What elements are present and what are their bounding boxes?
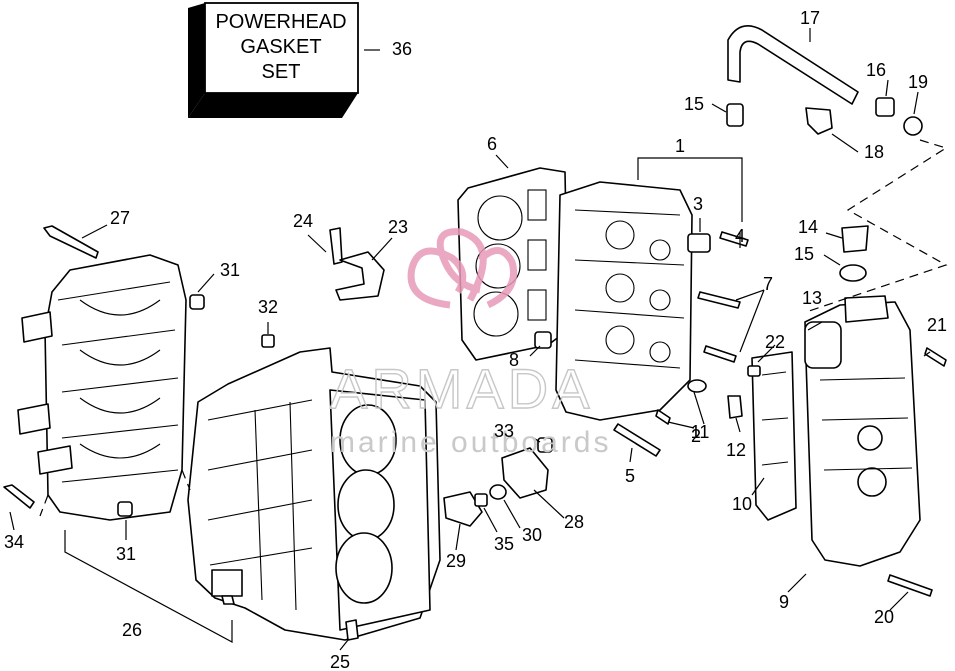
- bracket-23: [335, 251, 385, 301]
- box-shadow-bottom: [188, 93, 358, 118]
- box-line-1: POWERHEAD: [215, 11, 346, 33]
- callout-8: 8: [509, 350, 519, 370]
- watermark-emblem: [407, 228, 517, 309]
- box-line-3: SET: [262, 61, 301, 83]
- callout-21: 21: [927, 315, 947, 335]
- callout-15: 15: [794, 244, 814, 264]
- callout-7: 7: [763, 274, 773, 294]
- thermostat-cap-13: [841, 225, 869, 253]
- callout-13: 13: [802, 288, 822, 308]
- callout-1: 1: [675, 136, 685, 156]
- nut-31-top: [189, 294, 205, 310]
- screw-21: [747, 365, 761, 377]
- callout-10: 10: [732, 494, 752, 514]
- callout-9: 9: [779, 592, 789, 612]
- callout-29: 29: [446, 551, 466, 571]
- screws-7: [697, 291, 741, 363]
- callout-31: 31: [116, 544, 136, 564]
- screw-2: [655, 409, 671, 425]
- hose: [727, 24, 859, 105]
- screw-5: [613, 423, 661, 457]
- cylinder-block: [187, 347, 441, 641]
- callout-2: 2: [691, 426, 701, 446]
- gasket-set-box: POWERHEAD GASKET SET: [188, 2, 359, 118]
- callout-32: 32: [258, 297, 278, 317]
- washer-11: [687, 379, 707, 393]
- screw-27: [43, 225, 99, 259]
- watermark: ARMADA marine outboards: [329, 228, 611, 459]
- screw-4: [719, 231, 749, 247]
- callout-18: 18: [864, 142, 884, 162]
- nut-31-bottom: [117, 501, 133, 517]
- callout-5: 5: [625, 466, 635, 486]
- callout-17: 17: [800, 8, 820, 28]
- callout-6: 6: [487, 134, 497, 154]
- callout-15: 15: [684, 94, 704, 114]
- callout-16: 16: [866, 60, 886, 80]
- gasket-29: [443, 491, 483, 527]
- exhaust-cover: [804, 295, 921, 567]
- fitting-15-right: [875, 97, 895, 117]
- seal-14: [839, 264, 867, 282]
- box-shadow-side: [188, 3, 205, 118]
- callout-22: 22: [765, 332, 785, 352]
- watermark-tagline: marine outboards: [330, 426, 611, 459]
- callout-14: 14: [798, 217, 818, 237]
- callout-28: 28: [564, 512, 584, 532]
- crankcase: [17, 254, 187, 521]
- callout-34: 34: [4, 532, 24, 552]
- callout-23: 23: [388, 217, 408, 237]
- clamp-18: [903, 116, 923, 136]
- callout-12: 12: [726, 440, 746, 460]
- screw-20: [924, 347, 947, 367]
- callout-27: 27: [110, 208, 130, 228]
- clamp-17: [805, 107, 833, 135]
- callout-19: 19: [908, 72, 928, 92]
- plug-22: [727, 395, 743, 419]
- callout-33: 33: [494, 421, 514, 441]
- box-face: [204, 2, 359, 94]
- callout-11: 11: [691, 422, 710, 442]
- dashed-connectors: [39, 139, 948, 517]
- callout-36: 36: [392, 39, 412, 59]
- callout-30: 30: [522, 525, 542, 545]
- screw-34: [3, 484, 35, 509]
- fitting-15-left: [726, 103, 744, 127]
- seal-30: [489, 484, 507, 500]
- exhaust-cover-gasket: [751, 351, 797, 521]
- callout-3: 3: [693, 194, 703, 214]
- plug-32: [261, 334, 275, 348]
- box-line-2: GASKET: [240, 36, 321, 58]
- fitting-25: [345, 619, 359, 641]
- screw-24: [329, 227, 343, 265]
- cylinder-head: [555, 181, 693, 421]
- callout-24: 24: [293, 211, 313, 231]
- sensor-3: [687, 233, 711, 253]
- callout-4: 4: [735, 226, 745, 246]
- callout-25: 25: [330, 652, 350, 671]
- callout-labels: 1234567891011121314151516171819202122232…: [4, 8, 947, 671]
- cover-28: [501, 447, 549, 499]
- nut-33: [537, 437, 553, 453]
- watermark-brand: ARMADA: [330, 357, 594, 420]
- callout-31: 31: [220, 260, 240, 280]
- screw-19: [887, 574, 933, 597]
- callout-26: 26: [122, 620, 142, 640]
- callout-20: 20: [874, 607, 894, 627]
- leader-lines: [9, 28, 931, 651]
- callout-35: 35: [494, 534, 514, 554]
- screw-35: [474, 493, 488, 507]
- dowel-8: [534, 331, 552, 349]
